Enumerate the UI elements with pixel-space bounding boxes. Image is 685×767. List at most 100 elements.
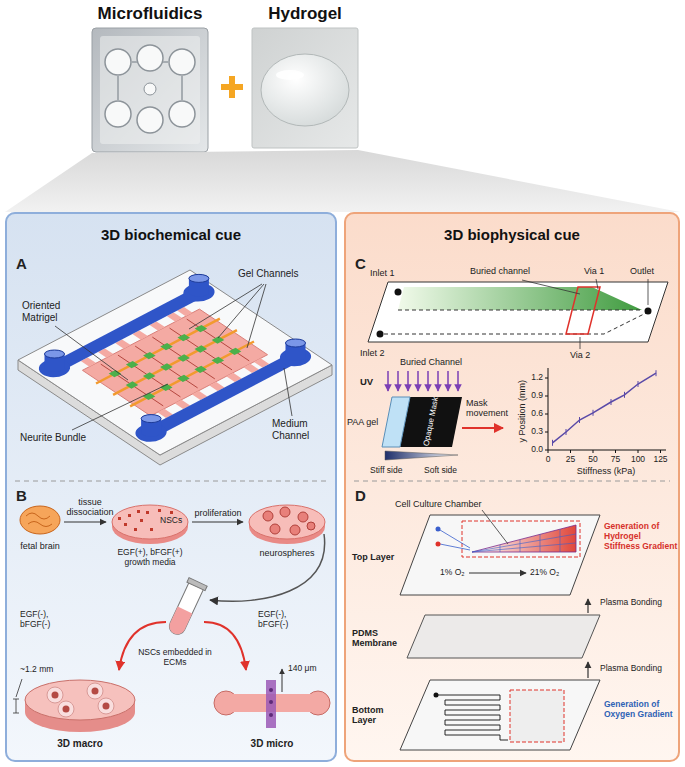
hydrogel-photo [252,28,358,148]
chip-photo [92,28,208,152]
culture-dish [298,512,308,522]
cue-panel: 3D biophysical cue [344,212,680,762]
gradient-device [398,310,642,311]
culture-label: 3D macro [57,738,103,750]
mask-setup [382,397,410,447]
layer-plate [462,521,580,557]
uv-arrows [417,371,419,391]
micro-device [266,680,276,728]
axis-tick: 0.6 [531,409,543,419]
condition-label: EGF(-), bFGF(-) [20,610,72,630]
chip-photo [105,101,131,127]
chip-photo [169,49,195,75]
stiffness-chart [548,368,666,450]
chip-photo [118,62,182,101]
process-arrow [210,534,325,601]
culture-dish [112,505,188,544]
uv-arrows [388,371,458,391]
layer-plate [400,680,600,750]
neurite-chip [286,339,306,361]
culture-dish [270,524,280,534]
annotation: Generation of Oxygen Gradient [604,700,678,720]
axis-tick: 0.9 [531,391,543,401]
gradient-device [398,287,642,310]
step-label: fetal brain [20,541,60,551]
step-label: proliferation [194,508,241,518]
bonding-arrow [587,662,588,678]
part-label: Medium Channel [272,418,330,441]
layer-plate [440,530,470,550]
gradient-arrow [469,572,526,573]
uv-arrows [447,371,449,391]
micro-device [269,713,273,717]
axis-tick: 125 [653,455,667,465]
part-label: Buried Channel [400,357,462,367]
axis-tick: 0.0 [531,445,543,455]
culture-dish [112,505,188,539]
panel-letter: B [16,487,27,504]
leader-line [482,510,508,544]
mask-setup [400,397,462,447]
panel-letter: A [16,255,27,272]
part-label: Cell Culture Chamber [395,499,482,509]
layer-plate [400,515,600,595]
panel-divider [15,481,670,482]
node-heading: Hydrogel [268,4,342,24]
part-label: Mask movement [466,398,510,419]
axis-tick: 50 [588,455,597,465]
gradient-device [377,331,384,338]
process-arrow [119,622,166,670]
layer-plate [407,615,600,658]
layer-plate [434,693,439,698]
layer-label: Top Layer [352,552,394,562]
chip-photo [169,101,195,127]
fetal-brain [20,506,60,534]
hydrogel-photo [276,70,304,80]
cell-label: NSCs [160,516,182,526]
condition-label: EGF(+), bFGF(+) growth media [108,548,192,568]
culture-dish [290,525,300,535]
macro-dish [63,706,70,713]
culture-dish [249,505,325,539]
gradient-device [395,289,402,296]
port-label: Inlet 2 [360,348,385,358]
hydrogel-photo [261,54,349,126]
test-tube [165,578,207,638]
neurite-chip [18,270,332,455]
process-arrow [64,521,106,522]
neurite-chip [18,270,332,455]
stiffness-chart [545,378,661,453]
neurite-chip [189,274,209,282]
macro-dish [103,703,110,710]
micro-device [269,688,273,692]
process-label: Plasma Bonding [600,664,662,674]
movement-arrow [462,427,503,429]
axis-title: Stiffness (kPa) [577,466,635,476]
uv-arrows [387,371,389,391]
axis-tick: 1.2 [531,373,543,383]
dimension-mark [282,669,283,692]
test-tube [167,607,192,637]
layer-plate [472,525,576,552]
layer-plate [472,529,576,552]
condition-label: EGF(-), bFGF(-) [258,610,310,630]
gradient-device [368,282,668,342]
dimension-label: ~1.2 mm [20,665,53,675]
oxygen-label: 1% O₂ [440,568,465,578]
neurite-chip [286,339,306,347]
layer-label: Bottom Layer [352,705,404,726]
axis-tick: 100 [631,455,645,465]
gradient-label: Soft side [424,466,457,476]
step-label: neurospheres [259,548,314,558]
mask-setup [382,397,462,460]
mask-setup [385,451,458,460]
node-heading: 3D biochemical cue [101,226,241,243]
macro-dish [52,692,59,699]
part-label: Via 1 [584,266,604,276]
chip-photo [137,45,163,71]
port-label: Outlet [630,266,654,276]
culture-dish [280,507,290,517]
macro-dish [25,680,135,732]
neurite-chip [96,319,254,407]
